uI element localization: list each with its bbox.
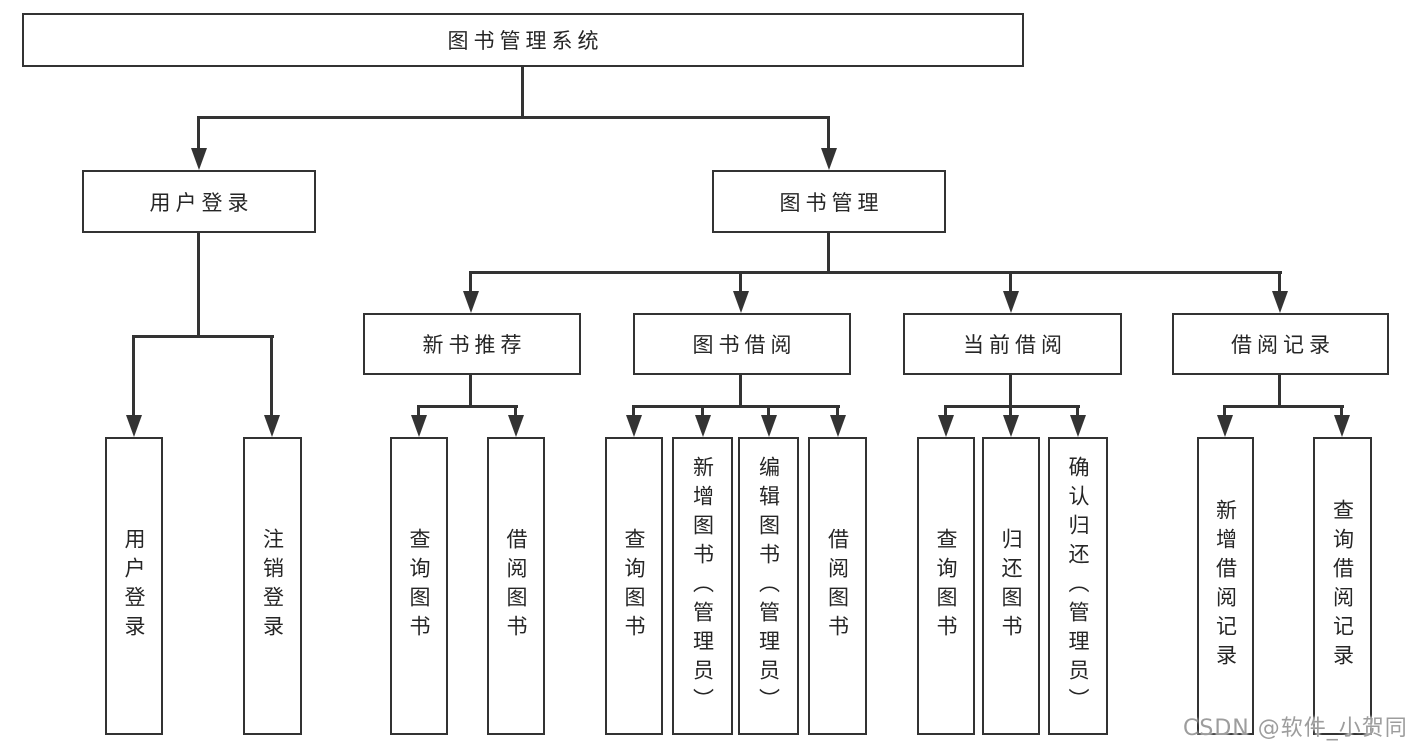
node-label: 图书管理	[779, 190, 884, 215]
node-label: 归还图书	[999, 528, 1023, 644]
leaf-records-query-record: 查询借阅记录	[1313, 437, 1372, 735]
connector-line	[132, 335, 274, 338]
connector-line	[197, 116, 830, 119]
node-label: 确认归还（管理员）	[1066, 455, 1090, 717]
node-borrowing-records: 借阅记录	[1172, 313, 1389, 375]
arrow-down-icon	[411, 415, 427, 437]
node-label: 查询借阅记录	[1330, 499, 1355, 673]
connector-line	[469, 375, 472, 407]
leaf-logout: 注销登录	[243, 437, 302, 735]
connector-line	[701, 405, 704, 417]
node-label: 用户登录	[122, 528, 146, 644]
connector-line	[1076, 405, 1079, 417]
connector-line	[632, 405, 840, 408]
node-label: 图书管理系统	[447, 29, 604, 53]
node-new-book-recommendation: 新书推荐	[363, 313, 581, 375]
connector-line	[944, 405, 1080, 408]
connector-line	[1278, 375, 1281, 407]
node-label: 图书借阅	[692, 333, 797, 357]
connector-line	[739, 271, 742, 293]
connector-line	[1223, 405, 1226, 417]
leaf-borrow-edit-books-admin: 编辑图书（管理员）	[738, 437, 799, 735]
connector-line	[827, 233, 830, 273]
connector-line	[514, 405, 517, 417]
connector-line	[197, 233, 200, 337]
arrow-down-icon	[1003, 415, 1019, 437]
leaf-recommend-borrow-books: 借阅图书	[487, 437, 545, 735]
node-label: 新增图书（管理员）	[690, 455, 715, 717]
node-library-management-system: 图书管理系统	[22, 13, 1024, 67]
node-label: 借阅图书	[825, 528, 850, 644]
node-label: 新增借阅记录	[1213, 499, 1238, 673]
arrow-down-icon	[695, 415, 711, 437]
arrow-down-icon	[1272, 291, 1288, 313]
arrow-down-icon	[1003, 291, 1019, 313]
connector-line	[132, 335, 135, 417]
leaf-borrow-add-books-admin: 新增图书（管理员）	[672, 437, 733, 735]
arrow-down-icon	[126, 415, 142, 437]
leaf-current-confirm-return-admin: 确认归还（管理员）	[1048, 437, 1108, 735]
leaf-current-return-books: 归还图书	[982, 437, 1040, 735]
node-label: 新书推荐	[422, 333, 527, 357]
arrow-down-icon	[733, 291, 749, 313]
connector-line	[1009, 271, 1012, 293]
connector-line	[469, 271, 472, 293]
leaf-recommend-query-books: 查询图书	[390, 437, 448, 735]
leaf-borrow-borrow-books: 借阅图书	[808, 437, 867, 735]
watermark: CSDN @软件_小贺同学	[1183, 716, 1405, 741]
leaf-borrow-query-books: 查询图书	[605, 437, 663, 735]
leaf-records-add-record: 新增借阅记录	[1197, 437, 1254, 735]
node-label: 编辑图书（管理员）	[756, 455, 781, 717]
connector-line	[1009, 405, 1012, 417]
connector-line	[944, 405, 947, 417]
connector-line	[417, 405, 518, 408]
connector-line	[1278, 271, 1281, 293]
arrow-down-icon	[830, 415, 846, 437]
connector-line	[417, 405, 420, 417]
connector-line	[1340, 405, 1343, 417]
connector-line	[521, 66, 524, 118]
arrow-down-icon	[821, 148, 837, 170]
arrow-down-icon	[761, 415, 777, 437]
arrow-down-icon	[1217, 415, 1233, 437]
node-label: 借阅图书	[504, 528, 528, 644]
leaf-user-login: 用户登录	[105, 437, 163, 735]
connector-line	[469, 271, 1282, 274]
arrow-down-icon	[626, 415, 642, 437]
node-label: 注销登录	[260, 528, 285, 644]
node-user-login: 用户登录	[82, 170, 316, 233]
connector-line	[632, 405, 635, 417]
arrow-down-icon	[938, 415, 954, 437]
connector-line	[270, 335, 273, 417]
node-label: 查询图书	[934, 528, 958, 644]
node-label: 查询图书	[622, 528, 646, 644]
node-label: 当前借阅	[963, 333, 1067, 357]
connector-line	[827, 116, 830, 150]
connector-line	[1009, 375, 1012, 407]
arrow-down-icon	[508, 415, 524, 437]
arrow-down-icon	[1334, 415, 1350, 437]
connector-line	[836, 405, 839, 417]
arrow-down-icon	[264, 415, 280, 437]
node-label: 查询图书	[407, 528, 431, 644]
arrow-down-icon	[191, 148, 207, 170]
connector-line	[1223, 405, 1344, 408]
leaf-current-query-books: 查询图书	[917, 437, 975, 735]
arrow-down-icon	[1070, 415, 1086, 437]
node-book-borrowing: 图书借阅	[633, 313, 851, 375]
connector-line	[767, 405, 770, 417]
node-label: 借阅记录	[1231, 333, 1335, 357]
arrow-down-icon	[463, 291, 479, 313]
node-current-borrowing: 当前借阅	[903, 313, 1122, 375]
connector-line	[739, 375, 742, 407]
node-label: 用户登录	[149, 190, 254, 215]
connector-line	[197, 116, 200, 150]
node-book-management: 图书管理	[712, 170, 946, 233]
